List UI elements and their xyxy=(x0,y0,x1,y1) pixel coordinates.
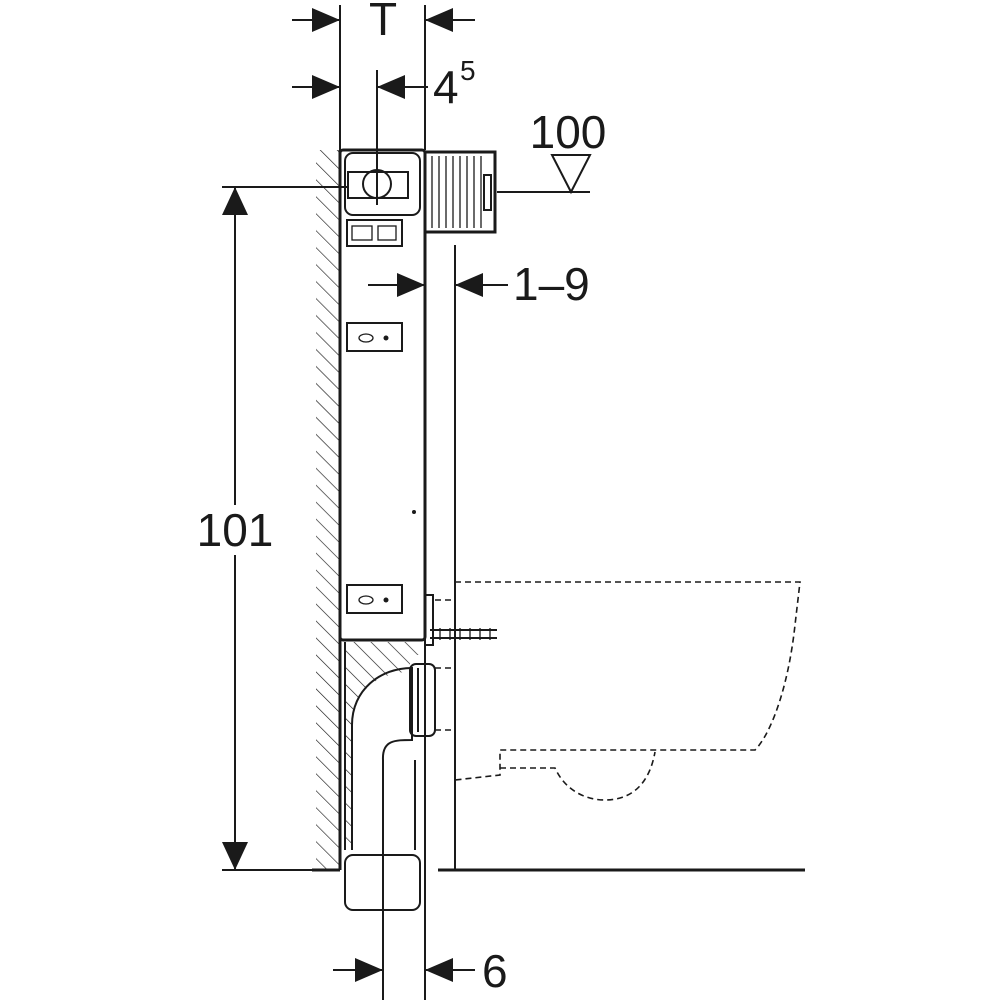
dimension-offset-label: 4 xyxy=(433,61,459,113)
wc-bowl-outline xyxy=(435,581,801,801)
flush-plate xyxy=(423,150,497,234)
dimension-drain-offset: 6 xyxy=(333,640,508,1000)
dimension-offset-superscript: 5 xyxy=(460,55,476,86)
flush-height-label: 100 xyxy=(530,106,607,158)
installation-frame xyxy=(338,148,427,642)
wall-finish-label: 1–9 xyxy=(513,258,590,310)
wall-hatching xyxy=(316,150,342,870)
dimension-wall-finish: 1–9 xyxy=(368,258,590,310)
dimension-flush-height: 100 xyxy=(497,106,607,195)
dimension-t: T xyxy=(292,0,475,150)
dimension-frame-height: 101 xyxy=(195,186,348,871)
drain-offset-label: 6 xyxy=(482,945,508,997)
drain-pipe xyxy=(342,594,497,911)
dimension-offset: 4 5 xyxy=(292,55,476,205)
frame-height-label: 101 xyxy=(197,504,274,556)
dimension-t-label: T xyxy=(369,0,397,45)
